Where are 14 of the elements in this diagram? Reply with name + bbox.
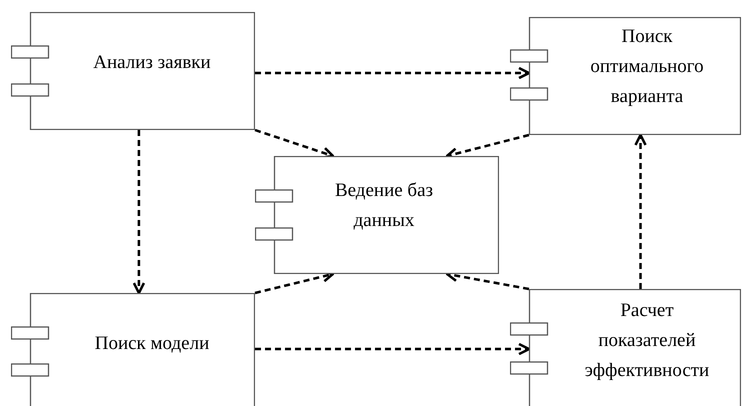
- component-box: [11, 293, 255, 406]
- component-label: Ведение баз данных: [334, 179, 434, 233]
- component-label: Поиск модели: [94, 332, 210, 356]
- component-box: [510, 17, 741, 135]
- component-box: [11, 12, 255, 130]
- dependency-arrow: [634, 134, 647, 289]
- dependency-arrow: [255, 66, 530, 80]
- component-label: Поиск оптимального варианта: [589, 25, 705, 109]
- component-label: Анализ заявки: [92, 51, 212, 75]
- component-box: [255, 156, 499, 274]
- component-label: Расчет показателей эффективности: [584, 299, 710, 383]
- dependency-arrow: [132, 130, 146, 294]
- dependency-arrow: [255, 342, 530, 356]
- component-box: [510, 289, 741, 406]
